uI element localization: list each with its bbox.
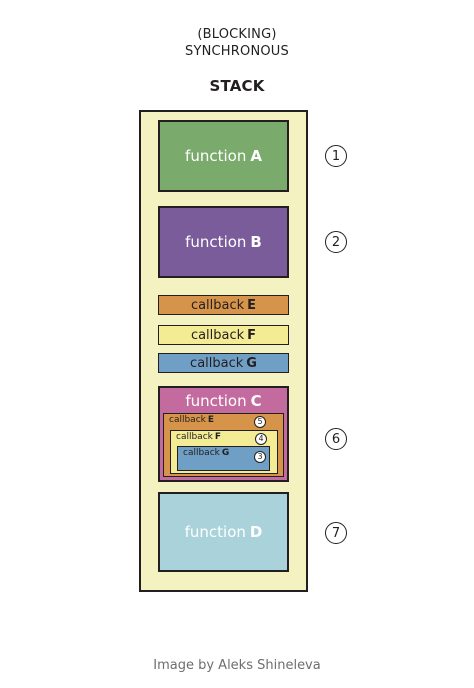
nested-callback-e-prefix: callback xyxy=(169,415,206,425)
callback-e-letter: E xyxy=(247,297,257,313)
callback-g-letter: G xyxy=(246,355,257,371)
badge-6: 6 xyxy=(325,428,347,450)
heading-stack: STACK xyxy=(209,77,265,95)
callback-e-prefix: callback xyxy=(190,297,245,313)
callback-g-prefix: callback xyxy=(190,355,244,371)
function-b-letter: B xyxy=(250,233,262,251)
function-c-letter: C xyxy=(250,392,262,410)
badge-4: 4 xyxy=(255,433,267,445)
image-credit: Image by Aleks Shineleva xyxy=(153,658,321,673)
function-b-prefix: function xyxy=(185,233,247,251)
heading-blocking: (BLOCKING) xyxy=(197,27,277,42)
function-d-prefix: function xyxy=(184,523,246,541)
nested-callback-f-prefix: callback xyxy=(176,432,213,442)
function-c-prefix: function xyxy=(185,392,247,410)
function-a-prefix: function xyxy=(185,147,247,165)
nested-callback-g-prefix: callback xyxy=(183,448,220,458)
badge-2: 2 xyxy=(325,231,347,253)
callback-f-prefix: callback xyxy=(190,327,245,343)
nested-callback-g-letter: G xyxy=(221,448,230,458)
nested-callback-e-letter: E xyxy=(207,415,215,425)
badge-5: 5 xyxy=(254,416,266,428)
badge-1: 1 xyxy=(325,145,347,167)
heading-synchronous: SYNCHRONOUS xyxy=(185,44,289,59)
badge-7: 7 xyxy=(325,522,347,544)
function-d-letter: D xyxy=(249,523,263,541)
callback-f-letter: F xyxy=(247,327,257,343)
nested-callback-f-letter: F xyxy=(214,432,222,442)
function-a-letter: A xyxy=(250,147,262,165)
badge-3: 3 xyxy=(254,451,266,463)
